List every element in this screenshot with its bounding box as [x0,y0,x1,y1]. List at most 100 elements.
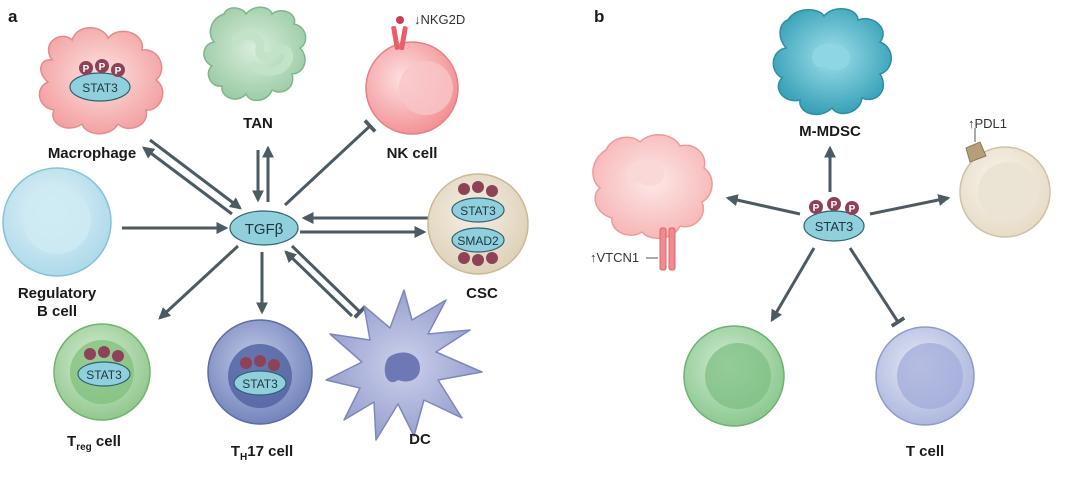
phospho-label: P [849,204,856,215]
regulatory-b-label-line2: B cell [37,303,77,320]
csc-cell: STAT3 SMAD2 [427,173,529,275]
vtcn1-receptor-icon [668,227,676,271]
pdl1-cell [959,128,1051,238]
regulatory-b-cell [2,167,112,277]
t-cell-label: T cell [906,443,944,460]
phospho-label: P [83,64,90,75]
arrow-dc-to-tgfb [284,250,354,318]
treg-label: Treg cell [67,433,121,453]
nk-label: NK cell [387,145,438,162]
arrow-stat3-to-vtcn1-cell [725,194,801,216]
th17-label: TH17 cell [231,443,293,463]
csc-body [427,173,529,275]
tan-nucleus [231,30,293,76]
treg-cell: STAT3 [53,323,151,421]
stat3-label: STAT3 [86,368,122,382]
phospho-icon [95,59,109,73]
stat3-label: STAT3 [460,204,496,218]
panel-b-arrows [725,145,951,328]
inhibit-tgfb-to-nk [283,119,377,207]
phospho-icon [111,63,125,77]
nk-cell [365,16,459,135]
phospho-icon [240,357,252,369]
arrow-tgfb-to-treg [158,244,240,320]
stat3-label: STAT3 [82,81,118,95]
phospho-label: P [813,203,820,214]
tan-body [203,6,307,102]
pdl1-protein-icon [965,141,987,163]
nkg2d-receptor-icon [391,25,400,50]
regulatory-b-label-line1: Regulatory [18,285,97,302]
phospho-icon [845,201,859,215]
phospho-label: P [115,66,122,77]
smad2-label: SMAD2 [457,234,499,248]
panel-a-arrows [122,119,428,320]
phospho-icon [827,197,841,211]
t-cell-nucleus [897,343,963,409]
phospho-icon [809,200,823,214]
arrow-stat3-to-green-cell [770,247,816,323]
pdl1-cell-nucleus [978,162,1038,222]
phospho-icon [486,185,498,197]
phospho-icon [79,61,93,75]
phospho-icon [254,355,266,367]
dc-label: DC [409,431,431,448]
vtcn1-label: ↑VTCN1 [590,250,639,265]
phospho-icon [458,252,470,264]
panel-b-letter: b [594,7,604,26]
tgfb-label: TGFβ [245,221,284,238]
th17-cell: STAT3 [207,319,313,425]
stat3-oval [233,370,287,396]
nk-nucleus [399,61,453,115]
macrophage-label: Macrophage [48,145,136,162]
vtcn1-cell-nucleus [626,159,665,186]
pdl1-label: ↑PDL1 [968,116,1007,131]
mmdsc-cell [772,8,892,116]
arrow-tgfb-to-macrophage [142,146,233,216]
nkg2d-ligand-icon [396,16,404,24]
phospho-label: P [99,62,106,73]
breg-nucleus [23,186,91,254]
green-cell [683,325,785,427]
vtcn1-receptor-icon [659,227,667,271]
smad2-oval [451,227,505,253]
mmdsc-label: M-MDSC [799,123,861,140]
nkg2d-label: ↓NKG2D [414,12,465,27]
arrow-macrophage-to-tgfb [149,138,242,210]
phospho-icon [472,181,484,193]
arrow-stat3-to-pdl1-cell [869,194,951,216]
tgfb-hub: TGFβ [229,210,299,246]
dc-cell [325,289,483,441]
phospho-icon [458,183,470,195]
phospho-icon [84,348,96,360]
stat3-hub-label: STAT3 [815,219,854,234]
stat3-label: STAT3 [242,377,278,391]
tan-label: TAN [243,115,273,132]
phospho-icon [268,359,280,371]
phospho-icon [112,350,124,362]
phospho-icon [486,252,498,264]
panel-a-letter: a [8,7,18,26]
vtcn1-cell [592,134,713,271]
stat3-oval [77,361,131,387]
vtcn1-cell-body [592,134,713,239]
tgfb-oval [229,210,299,246]
tan-cell [203,6,307,102]
stat3-oval [451,197,505,223]
phospho-label: P [831,200,838,211]
stat3-oval [69,72,131,102]
stat3-hub: STAT3 P P P [803,197,865,242]
mmdsc-nucleus [812,43,851,70]
phospho-icon [472,254,484,266]
green-cell-nucleus [705,343,771,409]
inhibit-stat3-to-tcell [848,247,906,328]
csc-label: CSC [466,285,498,302]
inhibit-tgfb-to-dc [290,244,367,319]
t-cell [875,326,975,426]
nkg2d-receptor-icon [399,26,408,51]
dc-nucleus [384,352,420,383]
macrophage-cell: STAT3 P P P [38,27,164,135]
phospho-icon [98,346,110,358]
